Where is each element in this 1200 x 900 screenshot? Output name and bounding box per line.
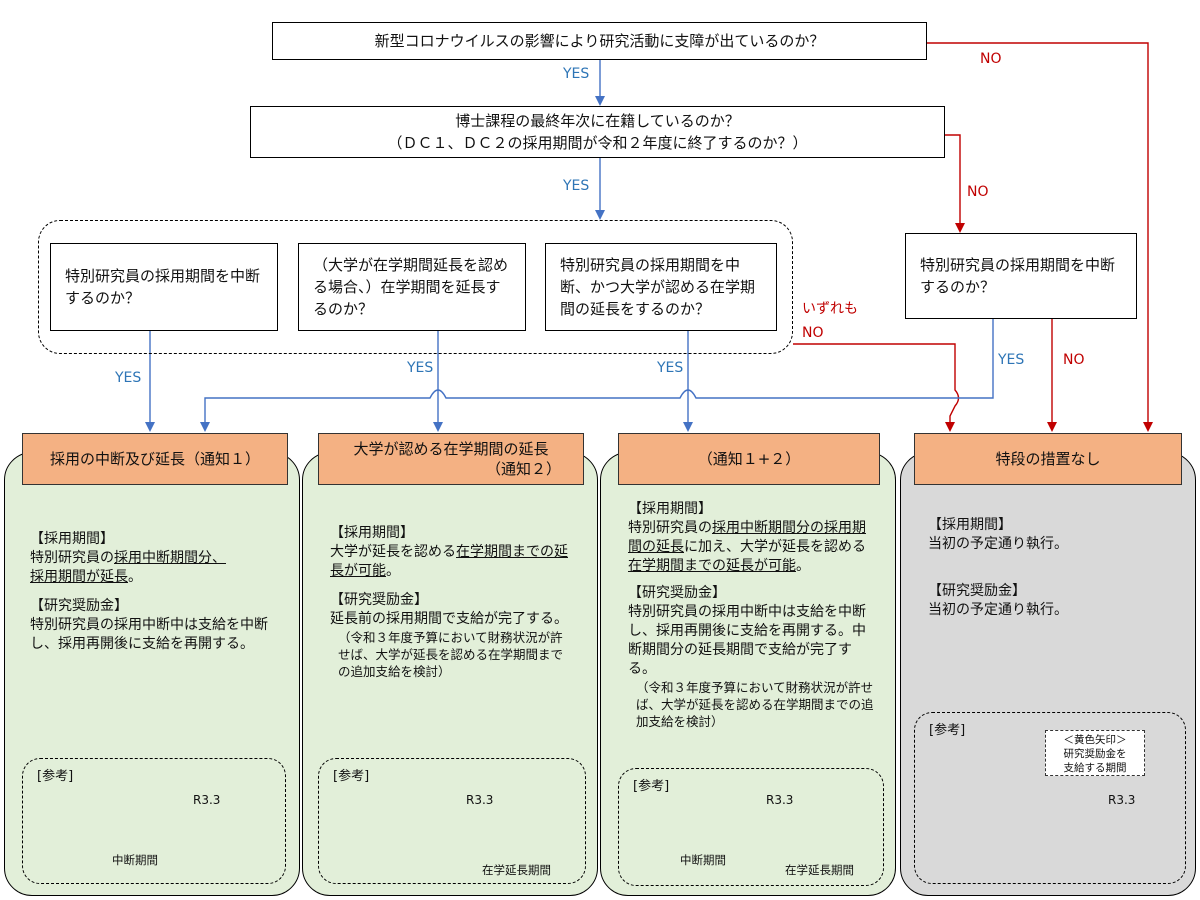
p4-reference-label: [参考] xyxy=(929,723,966,738)
question-final-year-line2: （ＤＣ１、ＤＣ２の採用期間が令和２年度に終了するのか？） xyxy=(387,134,808,152)
panel-suspend-extend-title: 採用の中断及び延長（通知１） xyxy=(49,450,260,468)
question-suspend-nonfinal-text: 特別研究員の採用期間を中断するのか？ xyxy=(920,256,1116,296)
label-yes-3: YES xyxy=(115,370,142,386)
p2-r33-label: R3.3 xyxy=(466,793,494,807)
question-final-year-line1: 博士課程の最終年次に在籍しているのか？ xyxy=(455,112,740,130)
p4-annotation-line1: ＜黄色矢印＞ xyxy=(1063,734,1127,746)
p3-ext-label: 在学延長期間 xyxy=(785,863,854,877)
p3-stipend-text: 特別研究員の採用中断中は支給を中断し、採用再開後に支給を再開する。中断期間分の延… xyxy=(628,604,866,677)
question-final-year: 博士課程の最終年次に在籍しているのか？ （ＤＣ１、ＤＣ２の採用期間が令和２年度に… xyxy=(250,106,945,158)
question-suspend-and-extend-text: 特別研究員の採用期間を中断、かつ大学が認める在学期間の延長をするのか？ xyxy=(560,256,756,318)
label-yes-6: YES xyxy=(998,352,1025,368)
p4-stipend-text: 当初の予定通り執行。 xyxy=(928,602,1068,618)
panel-enrollment-extension-body: 【採用期間】 大学が延長を認める在学期間までの延長が可能。 【研究奨励金】 延長… xyxy=(330,524,570,680)
p1-reference-label: [参考] xyxy=(37,769,74,784)
p3-note: （令和３年度予算において財務状況が許せば、大学が延長を認める在学期間までの追加支… xyxy=(636,680,874,729)
question-covid-impact-text: 新型コロナウイルスの影響により研究活動に支障が出ているのか？ xyxy=(374,32,825,50)
p4-period-text: 当初の予定通り執行。 xyxy=(928,536,1068,552)
panel-suspend-extend xyxy=(4,452,300,896)
p4-reference-box: [参考] xyxy=(914,712,1186,884)
label-no-4: NO xyxy=(1063,352,1085,368)
p2-heading-period: 【採用期間】 xyxy=(330,525,414,541)
p4-heading-stipend: 【研究奨励金】 xyxy=(928,583,1026,599)
p3-reference-label: [参考] xyxy=(633,779,670,794)
p2-heading-stipend: 【研究奨励金】 xyxy=(330,592,428,608)
panel-suspend-extend-header: 採用の中断及び延長（通知１） xyxy=(22,433,288,485)
question-extend-enrollment-text: （大学が在学期間延長を認める場合、）在学期間を延長するのか？ xyxy=(313,256,509,318)
question-suspend-nonfinal: 特別研究員の採用期間を中断するのか？ xyxy=(905,233,1137,319)
p3-heading-period: 【採用期間】 xyxy=(628,501,712,517)
panel-enrollment-extension-title-1: 大学が認める在学期間の延長 xyxy=(353,440,549,458)
p2-reference-box: [参考] xyxy=(318,758,586,884)
p2-stipend-text: 延長前の採用期間で支給が完了する。 xyxy=(330,611,568,627)
label-yes-4: YES xyxy=(407,360,434,376)
panel-combined-title: （通知１+２） xyxy=(697,450,801,468)
label-yes-1: YES xyxy=(563,66,590,82)
p2-period-text: 大学が延長を認める在学期間までの延長が可能。 xyxy=(330,544,568,579)
p4-r33-label: R3.3 xyxy=(1108,793,1136,807)
p4-annotation-line3: 支給する期間 xyxy=(1063,762,1127,774)
dashed-group-options xyxy=(38,220,793,354)
question-suspend-and-extend: 特別研究員の採用期間を中断、かつ大学が認める在学期間の延長をするのか？ xyxy=(545,243,777,331)
edge-q4-yes xyxy=(960,319,994,399)
edge-q1-no xyxy=(927,42,1153,432)
p1-stipend-text: 特別研究員の採用中断中は支給を中断し、採用再開後に支給を再開する。 xyxy=(30,617,268,652)
panel-combined-header: （通知１+２） xyxy=(618,433,880,485)
panel-enrollment-extension-title-2: （通知２） xyxy=(485,460,561,478)
panel-no-measure xyxy=(900,452,1196,896)
panel-combined-body: 【採用期間】 特別研究員の採用中断期間分の採用期間の延長に加え、大学が延長を認め… xyxy=(628,500,876,730)
p1-reference-box: [参考] xyxy=(22,758,286,884)
p3-heading-stipend: 【研究奨励金】 xyxy=(628,585,726,601)
p4-heading-period: 【採用期間】 xyxy=(928,517,1012,533)
panel-enrollment-extension-header: 大学が認める在学期間の延長 （通知２） xyxy=(318,433,584,485)
edge-options-none xyxy=(793,343,960,432)
p1-heading-stipend: 【研究奨励金】 xyxy=(30,598,128,614)
p2-ext-label: 在学延長期間 xyxy=(482,863,551,877)
p1-gap-label: 中断期間 xyxy=(112,853,158,867)
label-yes-2: YES xyxy=(563,178,590,194)
p4-annotation-box: ＜黄色矢印＞ 研究奨励金を 支給する期間 xyxy=(1045,730,1145,776)
question-extend-enrollment: （大学が在学期間延長を認める場合、）在学期間を延長するのか？ xyxy=(298,243,526,331)
edge-q2-no xyxy=(945,134,965,233)
p3-gap-label: 中断期間 xyxy=(680,853,726,867)
question-covid-impact: 新型コロナウイルスの影響により研究活動に支障が出ているのか？ xyxy=(272,22,927,60)
panel-no-measure-title: 特段の措置なし xyxy=(995,450,1101,468)
label-no-3: NO xyxy=(802,325,824,341)
label-yes-5: YES xyxy=(657,360,684,376)
label-no-2: NO xyxy=(967,184,989,200)
panel-enrollment-extension xyxy=(302,452,598,896)
p2-reference-label: [参考] xyxy=(333,769,370,784)
edge-q4-yes-return xyxy=(200,389,960,432)
question-suspend-text: 特別研究員の採用期間を中断するのか？ xyxy=(65,267,261,307)
panel-suspend-extend-body: 【採用期間】 特別研究員の採用中断期間分、 採用期間が延長。 【研究奨励金】 特… xyxy=(30,530,288,654)
p3-period-text: 特別研究員の採用中断期間分の採用期間の延長に加え、大学が延長を認める在学期間まで… xyxy=(628,520,866,574)
panel-no-measure-body: 【採用期間】 当初の予定通り執行。 【研究奨励金】 当初の予定通り執行。 xyxy=(928,516,1178,620)
label-no-1: NO xyxy=(980,51,1002,67)
panel-no-measure-header: 特段の措置なし xyxy=(914,433,1182,485)
p2-note: （令和３年度予算において財務状況が許せば、大学が延長を認める在学期間までの追加支… xyxy=(338,630,564,679)
question-suspend: 特別研究員の採用期間を中断するのか？ xyxy=(50,243,278,331)
label-none: いずれも xyxy=(802,301,858,317)
p1-heading-period: 【採用期間】 xyxy=(30,531,114,547)
p3-r33-label: R3.3 xyxy=(766,793,794,807)
p1-period-text: 特別研究員の採用中断期間分、 採用期間が延長。 xyxy=(30,550,226,585)
p3-reference-box: [参考] xyxy=(618,768,884,886)
p1-r33-label: R3.3 xyxy=(193,793,221,807)
panel-combined xyxy=(600,452,896,896)
p4-annotation-line2: 研究奨励金を xyxy=(1063,748,1127,760)
